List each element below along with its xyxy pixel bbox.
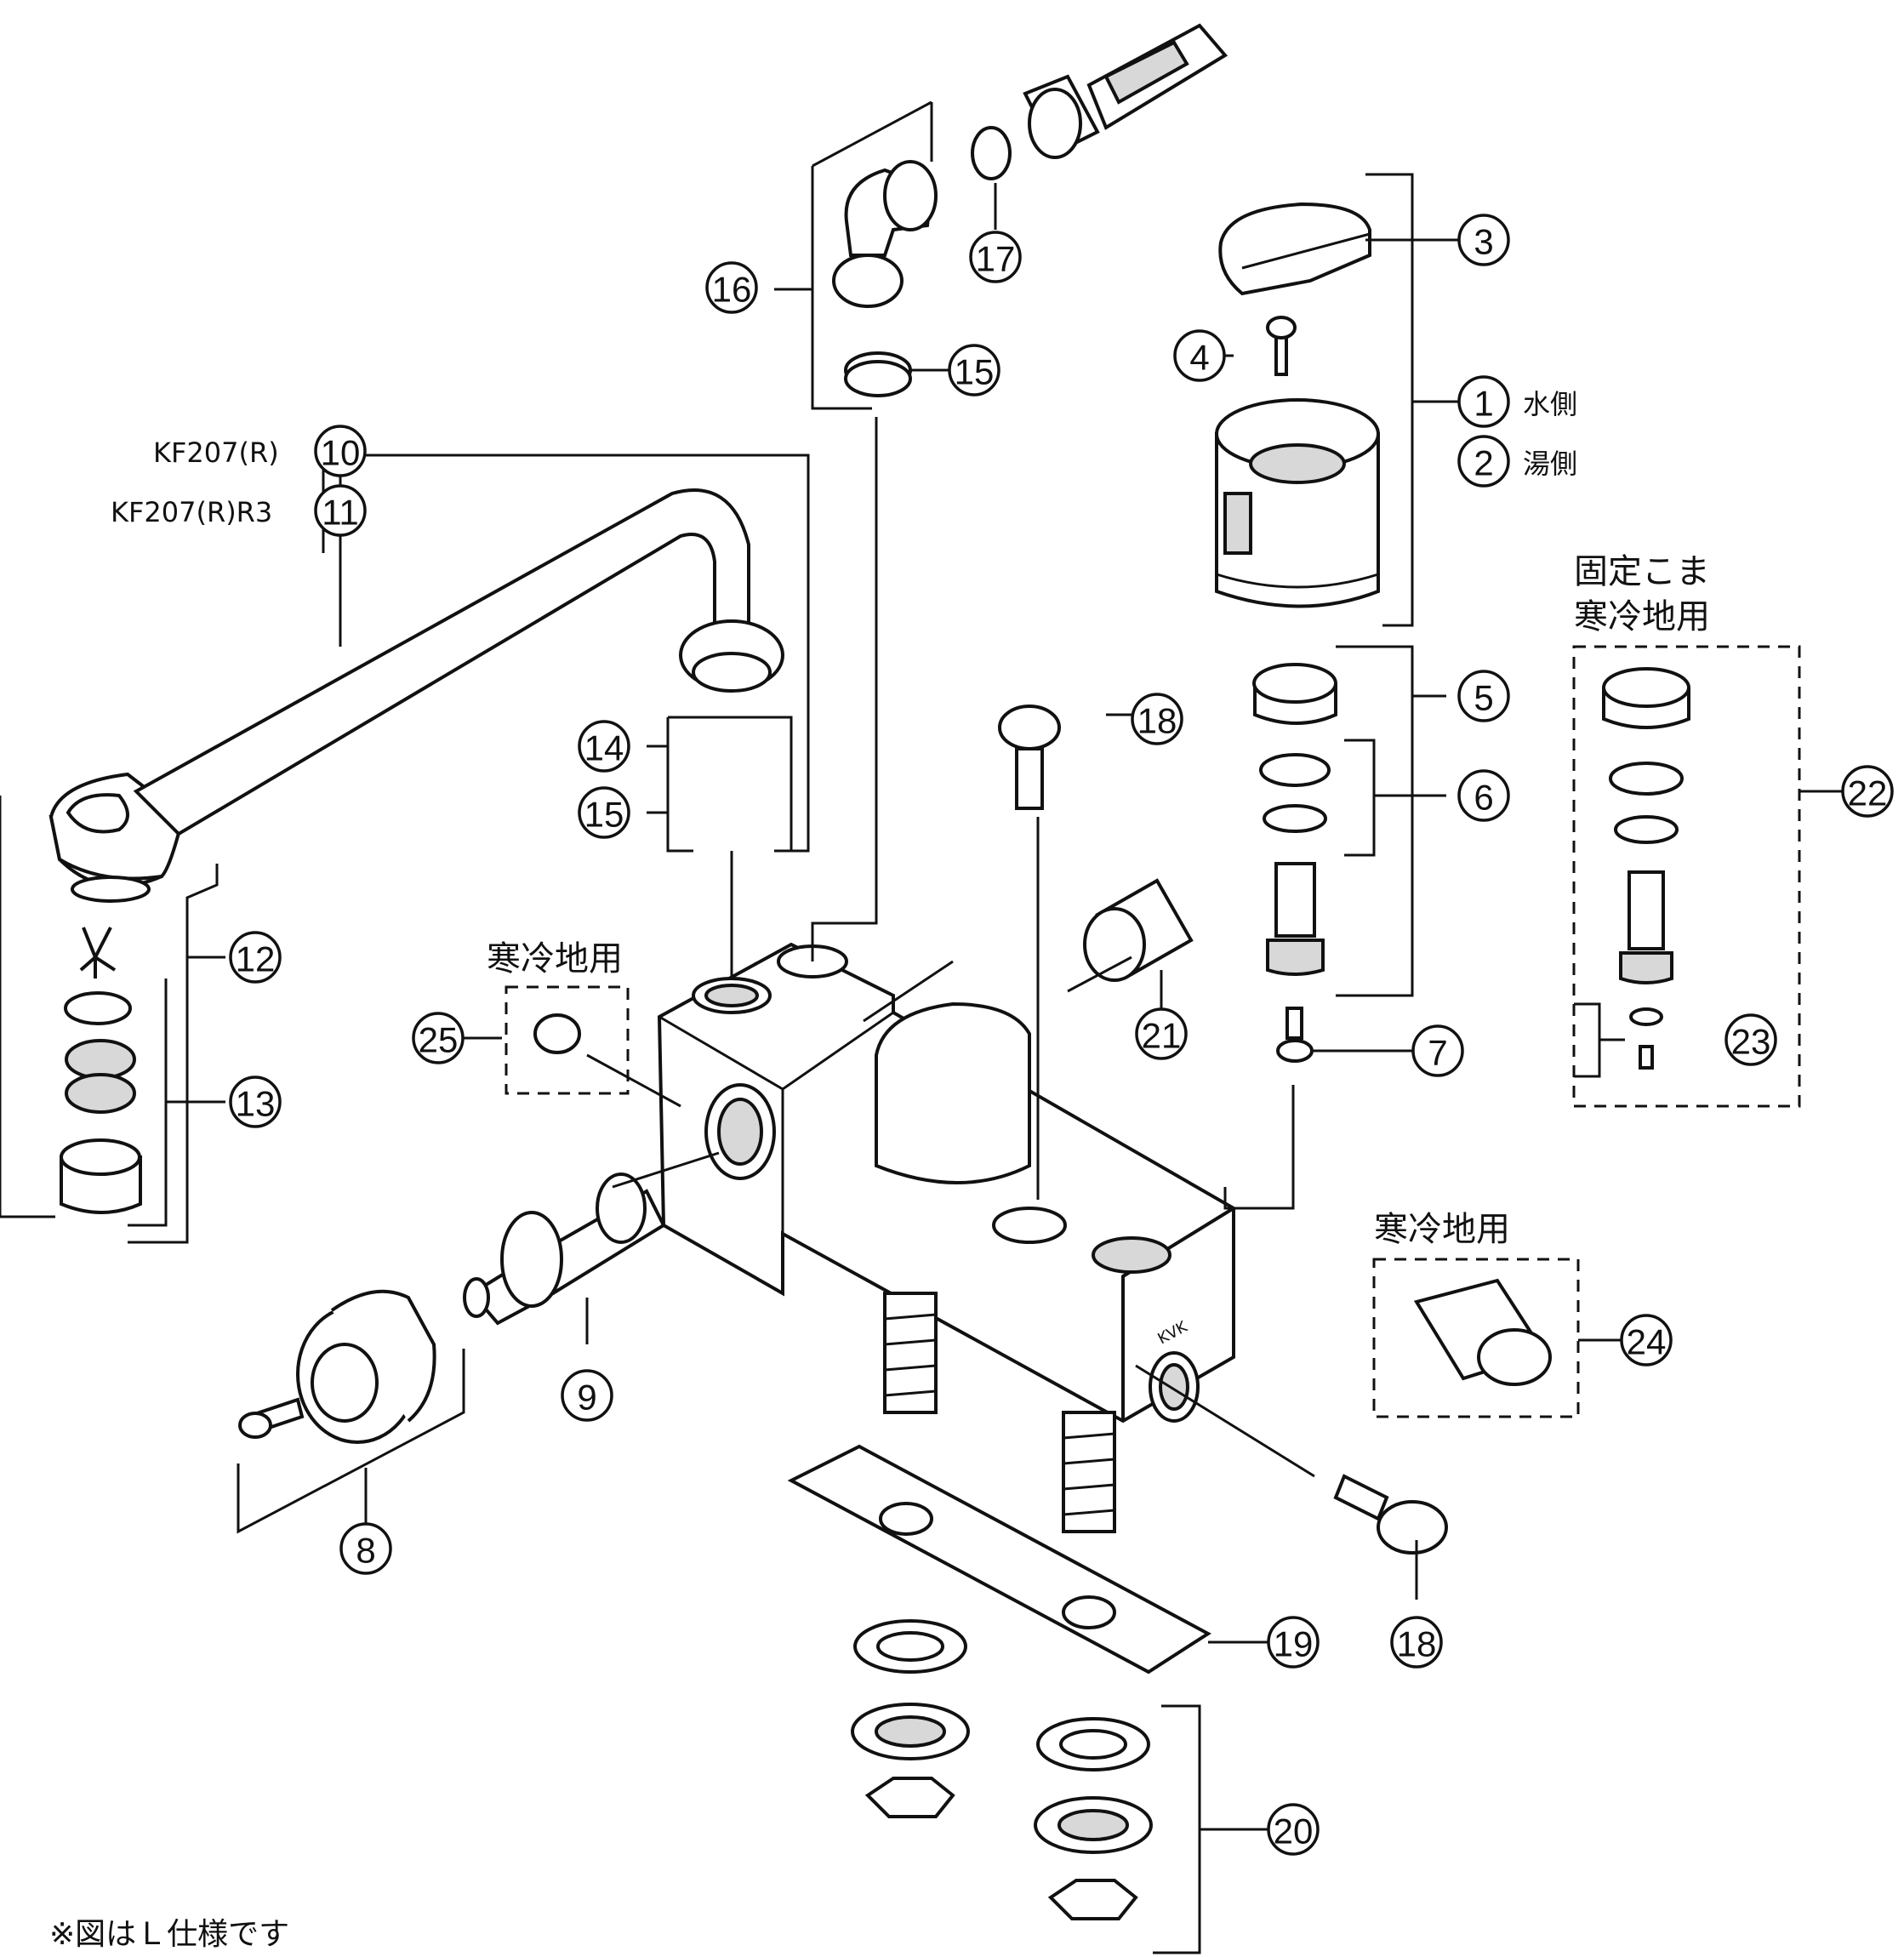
svg-text:22: 22 [1848, 773, 1888, 813]
cold-region-stem-assembly [1602, 667, 1690, 1070]
svg-text:9: 9 [577, 1378, 596, 1418]
callout-11: 11 [314, 484, 367, 537]
temperature-knob [238, 1289, 436, 1444]
svg-text:21: 21 [1142, 1016, 1182, 1056]
svg-text:23: 23 [1731, 1022, 1771, 1062]
svg-text:20: 20 [1274, 1812, 1314, 1851]
svg-text:13: 13 [236, 1084, 276, 1124]
svg-text:7: 7 [1428, 1033, 1447, 1073]
callout-3: 3 [1457, 214, 1510, 266]
svg-text:15: 15 [955, 352, 995, 392]
footnote: ※図はＬ仕様です [49, 1917, 289, 1952]
svg-text:14: 14 [584, 728, 624, 768]
callout-18-lower: 18 [1390, 1616, 1443, 1669]
label-cold-region-24: 寒冷地用 [1374, 1210, 1510, 1249]
label-cold-region-22: 寒冷地用 [1574, 597, 1710, 636]
callout-6: 6 [1457, 769, 1510, 822]
label-cold-region-25: 寒冷地用 [487, 939, 623, 978]
cold-region-valve-box-24 [1372, 1258, 1580, 1418]
label-hot-side: 湯側 [1523, 448, 1577, 480]
callout-7: 7 [1411, 1024, 1464, 1077]
svg-text:8: 8 [356, 1531, 375, 1571]
svg-text:11: 11 [322, 493, 359, 533]
callout-24: 24 [1620, 1314, 1673, 1366]
label-model-kf207r-r3: KF207(R)R3 [111, 496, 272, 528]
callout-9: 9 [561, 1369, 613, 1422]
washers-and-nuts [851, 1619, 1153, 1920]
callout-2: 2 [1457, 435, 1510, 488]
label-water-side: 水側 [1523, 388, 1577, 420]
callout-10: 10 [314, 425, 367, 477]
aerator-parts [60, 927, 142, 1214]
cold-region-valve-box-25 [505, 985, 630, 1095]
callout-13: 13 [229, 1075, 282, 1128]
svg-text:4: 4 [1189, 338, 1209, 378]
leader-lines [0, 100, 1842, 1954]
callout-21: 21 [1135, 1007, 1188, 1060]
label-fixed-top: 固定こま [1574, 552, 1710, 591]
mixer-body [657, 942, 1235, 1533]
callout-18-upper: 18 [1131, 693, 1183, 745]
svg-text:18: 18 [1137, 701, 1177, 741]
callout-4: 4 [1173, 329, 1226, 382]
callout-15-upper: 15 [948, 344, 1000, 397]
svg-text:18: 18 [1397, 1624, 1437, 1664]
base-plate [787, 1444, 1211, 1675]
svg-text:15: 15 [584, 795, 624, 835]
callout-15-lower: 15 [578, 786, 630, 839]
callout-22: 22 [1841, 765, 1894, 818]
callout-16: 16 [705, 261, 758, 314]
callout-5: 5 [1457, 670, 1510, 722]
svg-text:5: 5 [1474, 678, 1493, 718]
elbow-and-hose [832, 23, 1228, 397]
svg-text:12: 12 [236, 939, 276, 979]
svg-text:1: 1 [1474, 384, 1493, 424]
svg-text:17: 17 [976, 239, 1016, 279]
svg-text:25: 25 [419, 1020, 459, 1060]
svg-text:10: 10 [321, 433, 361, 473]
svg-text:19: 19 [1274, 1624, 1314, 1664]
callout-23: 23 [1724, 1013, 1777, 1066]
top-handle-and-cartridge [1215, 202, 1380, 608]
callout-12: 12 [229, 931, 282, 984]
callout-19: 19 [1267, 1616, 1320, 1669]
callout-8: 8 [339, 1522, 392, 1575]
svg-text:3: 3 [1474, 222, 1493, 262]
callout-20: 20 [1267, 1803, 1320, 1856]
svg-text:16: 16 [712, 270, 752, 310]
svg-text:24: 24 [1627, 1322, 1667, 1362]
callout-17: 17 [969, 231, 1022, 283]
svg-text:2: 2 [1474, 443, 1493, 483]
callout-1: 1 [1457, 375, 1510, 428]
cold-region-stem-box [1572, 645, 1801, 1108]
label-model-kf207r: KF207(R) [153, 436, 279, 469]
svg-text:6: 6 [1474, 778, 1493, 818]
check-valves-and-plugs [533, 705, 1552, 1555]
callout-14: 14 [578, 720, 630, 773]
thermo-cartridge [463, 1172, 666, 1326]
spout-pipe [48, 488, 784, 903]
callout-25: 25 [412, 1012, 465, 1064]
valve-stem-assembly [1252, 663, 1337, 1063]
